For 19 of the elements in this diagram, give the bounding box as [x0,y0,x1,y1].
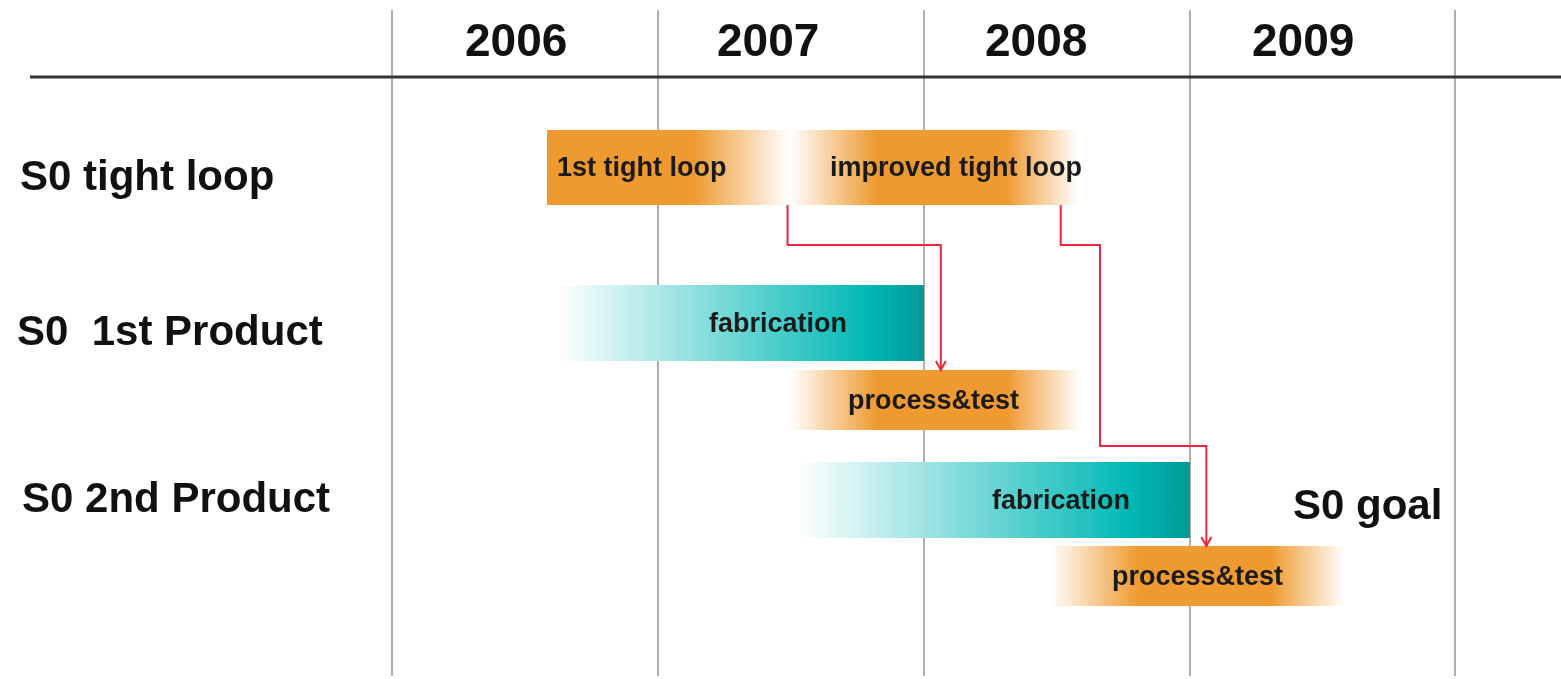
row-label: S0 1st Product [17,308,323,355]
bar-label: fabrication [709,307,848,339]
year-label: 2009 [1252,15,1355,66]
bar-label: improved tight loop [830,152,1082,183]
year-label: 2008 [985,15,1088,66]
bar-label: 1st tight loop [557,152,727,183]
bar-label: fabrication [992,484,1131,516]
row-label: S0 2nd Product [22,475,331,522]
bar-label: process&test [1112,560,1284,592]
task-bar [790,370,1080,430]
goal-label: S0 goal [1293,482,1443,529]
bar-label: process&test [848,384,1020,416]
arrow [786,204,947,371]
row-label: S0 tight loop [20,153,275,200]
year-label: 2006 [465,15,568,66]
task-bar [1050,546,1345,606]
year-label: 2007 [717,15,820,66]
task-bar [547,130,790,205]
arrow [1059,204,1213,547]
